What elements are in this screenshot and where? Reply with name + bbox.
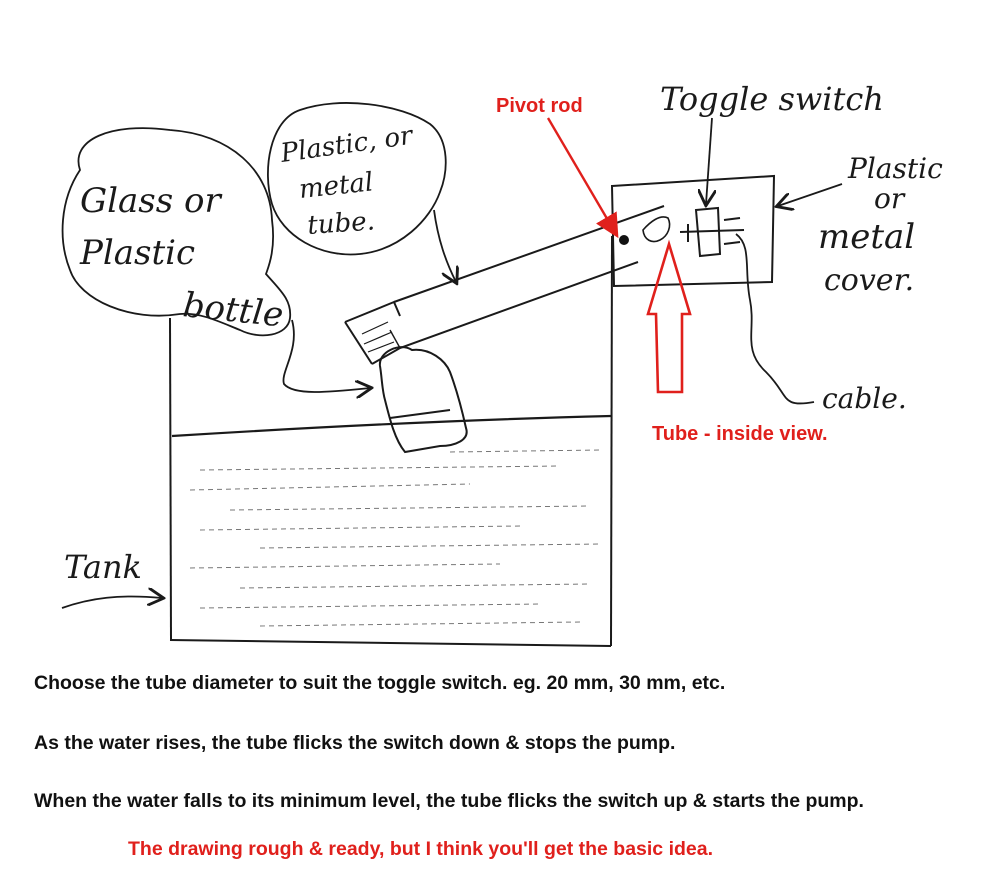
bottle-label-line3: bottle (181, 285, 285, 335)
bottle-label-line1: Glass or (80, 181, 222, 221)
pivot-pointer (546, 117, 619, 239)
tube-label-line3: tube. (306, 206, 375, 241)
pivot-dot (619, 235, 629, 245)
tube-end (642, 216, 671, 243)
tank (169, 235, 613, 647)
note-water-rises: As the water rises, the tube flicks the … (34, 732, 676, 754)
pivot-rod-label: Pivot rod (496, 95, 583, 117)
cover-label-line4: cover. (824, 263, 914, 298)
bottle-float (378, 346, 468, 454)
water (171, 414, 612, 627)
toggle-switch-label: Toggle switch (660, 80, 884, 118)
toggle-leader (706, 117, 712, 204)
toggle-switch-drawing (679, 206, 745, 258)
tube-label-line2: metal (298, 167, 375, 205)
bottle-bubble (61, 127, 292, 337)
tube-leader (433, 209, 456, 282)
bottle-label-line2: Plastic (79, 233, 195, 273)
inside-view-arrow (646, 239, 692, 394)
cover-label-line1: Plastic (847, 152, 943, 185)
cable-label: cable. (822, 382, 907, 415)
tube-bubble (267, 102, 447, 256)
switch-cover (610, 174, 776, 288)
tank-arrow (61, 596, 162, 609)
note-tube-diameter: Choose the tube diameter to suit the tog… (34, 672, 726, 694)
note-rough-drawing: The drawing rough & ready, but I think y… (128, 838, 714, 860)
tube-label-line1: Plastic, or (278, 121, 416, 170)
float-switch-diagram: Glass or Plastic bottle Plastic, or meta… (61, 80, 943, 647)
cover-label-line2: or (874, 182, 906, 215)
cable (735, 233, 815, 405)
bottle-leader (282, 319, 370, 392)
pivot-tube (344, 205, 665, 365)
cover-leader (778, 183, 843, 206)
inside-view-label: Tube - inside view. (652, 423, 828, 445)
tank-label: Tank (64, 548, 142, 586)
cover-label-line3: metal (818, 217, 915, 257)
note-water-falls: When the water falls to its minimum leve… (34, 790, 864, 812)
